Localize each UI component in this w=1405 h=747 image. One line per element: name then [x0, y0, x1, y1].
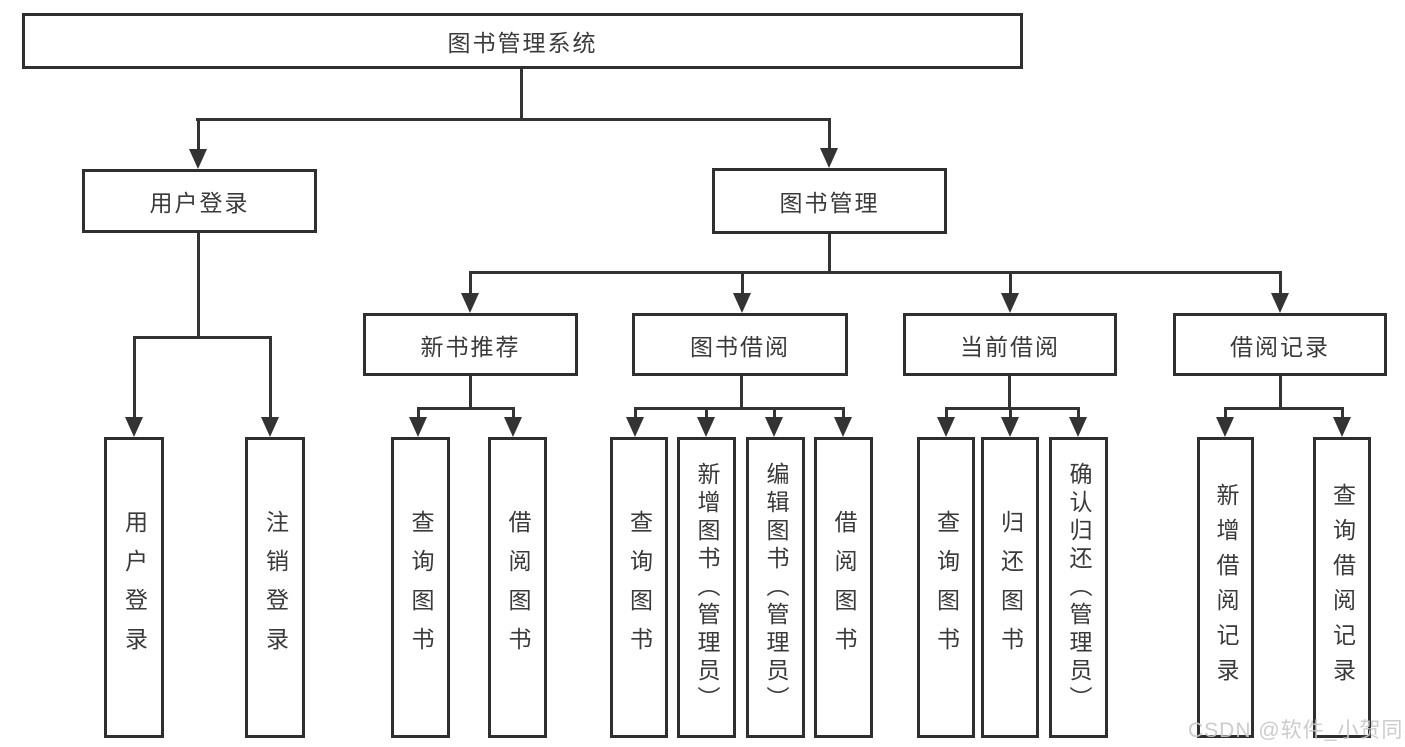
- node-book-management-label: 图书管理: [779, 190, 880, 216]
- connector-leaf-drop: [512, 407, 515, 419]
- connector-to-leaf-logout: [269, 336, 272, 419]
- leaf-query-books-current-label: 查询图书: [933, 509, 960, 666]
- connector-user-login-stem: [197, 233, 200, 338]
- connector-leaf-drop: [945, 407, 948, 419]
- connector-new-book-recommend-branch: [417, 407, 515, 410]
- node-borrow-records-label: 借阅记录: [1230, 333, 1330, 360]
- leaf-query-borrow-record-label: 查询借阅记录: [1329, 482, 1356, 693]
- connector-current-borrow-stem: [1008, 376, 1011, 409]
- leaf-add-book-admin: 新增图书（管理员）: [677, 437, 736, 738]
- arrow-down-icon: [1271, 293, 1289, 313]
- leaf-query-books-recommend: 查询图书: [391, 437, 450, 738]
- connector-leaf-drop: [705, 407, 708, 419]
- node-borrow-records: 借阅记录: [1173, 313, 1387, 376]
- connector-book-borrow-stem: [740, 376, 743, 409]
- arrow-down-icon: [937, 417, 955, 437]
- arrow-down-icon: [1001, 417, 1019, 437]
- arrow-down-icon: [461, 293, 479, 313]
- leaf-query-books-current: 查询图书: [917, 437, 975, 738]
- leaf-borrow-books-borrow-label: 借阅图书: [831, 509, 857, 666]
- arrow-down-icon: [626, 417, 644, 437]
- connector-leaf-drop: [1341, 407, 1344, 419]
- arrow-down-icon: [261, 417, 279, 437]
- node-new-book-recommend-label: 新书推荐: [420, 333, 521, 360]
- arrow-down-icon: [1216, 417, 1234, 437]
- leaf-add-borrow-record: 新增借阅记录: [1197, 437, 1254, 738]
- connector-leaf-drop: [842, 407, 845, 419]
- leaf-query-books-borrow: 查询图书: [610, 437, 668, 738]
- connector-borrow-records-stem: [1279, 376, 1282, 409]
- node-book-management: 图书管理: [712, 168, 947, 234]
- node-book-borrow: 图书借阅: [632, 313, 848, 376]
- leaf-return-book-label: 归还图书: [997, 509, 1024, 666]
- csdn-watermark: CSDN @软件_小贺同学: [1188, 719, 1405, 742]
- arrow-down-icon: [504, 417, 522, 437]
- leaf-return-book: 归还图书: [981, 437, 1039, 738]
- arrow-down-icon: [1069, 417, 1087, 437]
- leaf-logout-label: 注销登录: [262, 509, 289, 666]
- arrow-down-icon: [1001, 293, 1019, 313]
- arrow-down-icon: [125, 417, 143, 437]
- leaf-add-borrow-record-label: 新增借阅记录: [1213, 482, 1239, 693]
- connector-to-borrow-records: [1279, 271, 1282, 295]
- node-user-login: 用户登录: [82, 169, 317, 233]
- leaf-add-book-admin-label: 新增图书（管理员）: [694, 461, 720, 714]
- arrow-down-icon: [820, 148, 838, 168]
- connector-to-current-borrow: [1009, 271, 1012, 295]
- leaf-borrow-books-borrow: 借阅图书: [814, 437, 873, 738]
- arrow-down-icon: [189, 149, 207, 169]
- connector-book-borrow-branch: [634, 407, 844, 410]
- node-user-login-label: 用户登录: [149, 190, 250, 216]
- connector-to-leaf-user-login: [133, 336, 136, 419]
- node-current-borrow: 当前借阅: [903, 313, 1117, 376]
- arrow-down-icon: [1333, 417, 1351, 437]
- connector-book-management-stem: [828, 234, 831, 274]
- leaf-confirm-return-admin-label: 确认归还（管理员）: [1066, 461, 1092, 714]
- connector-root-stem: [520, 69, 523, 120]
- leaf-borrow-books-recommend-label: 借阅图书: [505, 509, 531, 666]
- connector-level3-branch: [469, 271, 1282, 274]
- leaf-edit-book-admin: 编辑图书（管理员）: [746, 437, 805, 738]
- node-new-book-recommend: 新书推荐: [363, 313, 578, 376]
- connector-leaf-drop: [1009, 407, 1012, 419]
- leaf-query-books-recommend-label: 查询图书: [408, 509, 434, 666]
- node-root-label: 图书管理系统: [447, 30, 598, 56]
- connector-to-new-book-recommend: [469, 271, 472, 295]
- leaf-logout: 注销登录: [245, 437, 305, 738]
- node-book-borrow-label: 图书借阅: [690, 333, 790, 360]
- leaf-edit-book-admin-label: 编辑图书（管理员）: [763, 461, 789, 714]
- connector-to-book-management: [828, 118, 831, 150]
- arrow-down-icon: [409, 417, 427, 437]
- arrow-down-icon: [733, 293, 751, 313]
- connector-current-borrow-branch: [945, 407, 1080, 410]
- leaf-user-login-label: 用户登录: [121, 509, 148, 666]
- leaf-query-borrow-record: 查询借阅记录: [1313, 437, 1371, 738]
- node-current-borrow-label: 当前借阅: [960, 333, 1060, 360]
- arrow-down-icon: [697, 417, 715, 437]
- connector-leaf-drop: [773, 407, 776, 419]
- node-root: 图书管理系统: [22, 13, 1023, 69]
- connector-leaf-drop: [1224, 407, 1227, 419]
- connector-new-book-recommend-stem: [469, 376, 472, 409]
- connector-to-book-borrow: [741, 271, 744, 295]
- connector-to-user-login: [197, 118, 200, 151]
- leaf-confirm-return-admin: 确认归还（管理员）: [1049, 437, 1108, 738]
- connector-user-login-branch: [133, 336, 272, 339]
- connector-leaf-drop: [634, 407, 637, 419]
- leaf-user-login: 用户登录: [104, 437, 164, 738]
- arrow-down-icon: [834, 417, 852, 437]
- connector-borrow-records-branch: [1224, 407, 1343, 410]
- connector-leaf-drop: [1077, 407, 1080, 419]
- connector-level2-branch: [196, 118, 831, 121]
- leaf-borrow-books-recommend: 借阅图书: [488, 437, 547, 738]
- arrow-down-icon: [765, 417, 783, 437]
- connector-leaf-drop: [417, 407, 420, 419]
- leaf-query-books-borrow-label: 查询图书: [626, 509, 653, 666]
